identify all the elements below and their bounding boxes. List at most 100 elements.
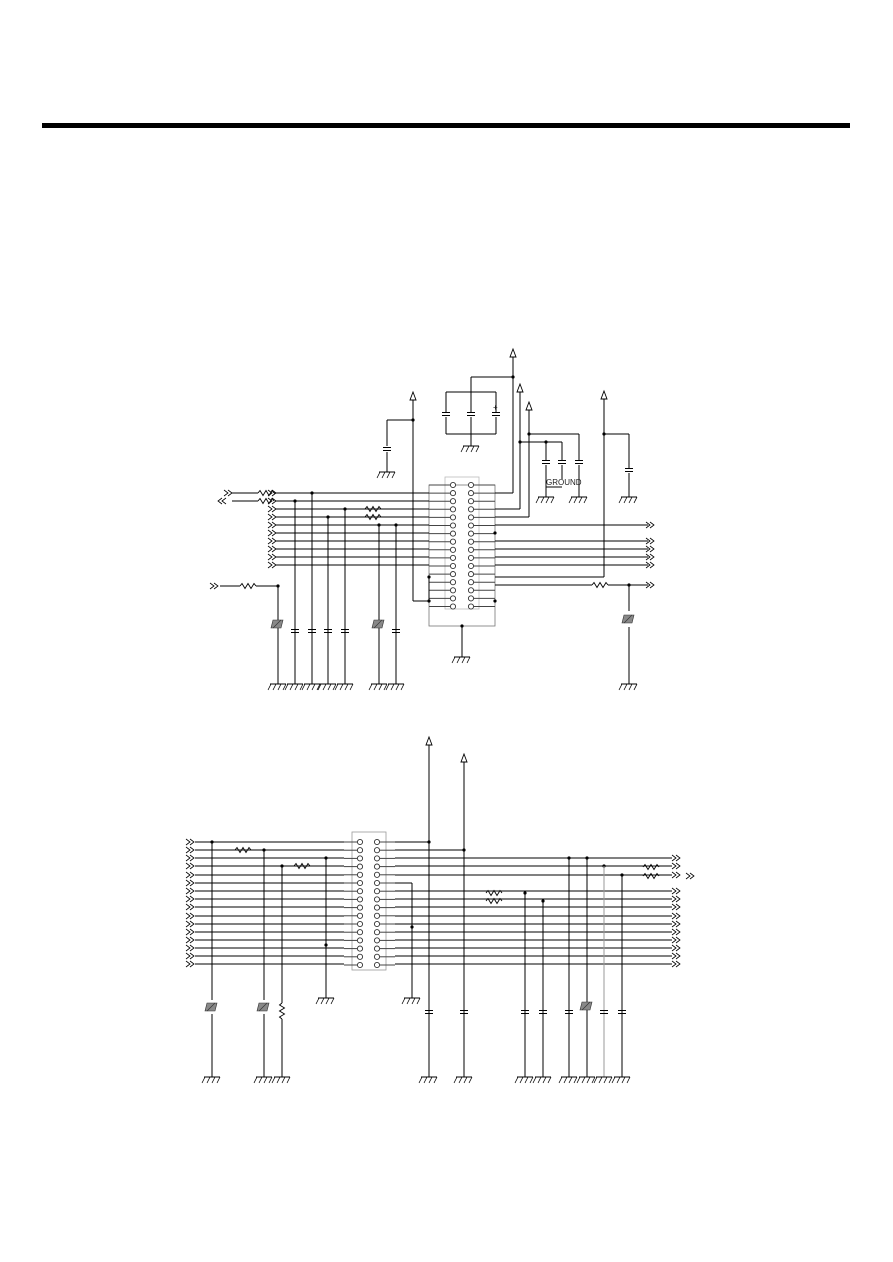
- power-arrow: [600, 390, 608, 400]
- resistor: [591, 582, 609, 588]
- header-rule: [42, 123, 850, 128]
- pin: [356, 961, 364, 969]
- net-chevron: [267, 537, 277, 545]
- pin: [449, 579, 457, 586]
- net-chevron: [185, 887, 195, 895]
- pin: [449, 538, 457, 545]
- pin: [356, 879, 364, 887]
- junction-dot: [427, 575, 431, 579]
- net-chevron: [185, 854, 195, 862]
- pin: [449, 514, 457, 521]
- junction-dot: [493, 599, 497, 603]
- capacitor: [491, 412, 501, 416]
- pin: [373, 904, 381, 911]
- net-chevron: [267, 505, 277, 513]
- pin: [449, 571, 457, 578]
- net-chevron: [671, 895, 681, 903]
- net-chevron: [671, 936, 681, 944]
- pin: [449, 554, 457, 561]
- resistor: [485, 890, 503, 896]
- pin: [356, 847, 364, 854]
- resistor: [239, 583, 257, 589]
- junction-dot: [527, 432, 531, 436]
- pin: [356, 945, 364, 952]
- pin: [467, 571, 475, 578]
- pin: [373, 888, 381, 895]
- net-chevron: [267, 513, 277, 521]
- ground-symbol: [618, 496, 638, 504]
- net-chevron: [185, 936, 195, 944]
- resistor: [642, 873, 660, 879]
- net-chevron: [671, 903, 681, 911]
- pin: [373, 855, 381, 862]
- pin: [449, 562, 457, 570]
- net-chevron: [267, 529, 277, 537]
- junction-dot: [518, 440, 522, 444]
- net-chevron: [217, 497, 227, 505]
- pin: [373, 847, 381, 854]
- net-chevron: [209, 582, 219, 590]
- junction-dot: [493, 531, 497, 535]
- pin: [449, 522, 457, 529]
- pin: [373, 871, 381, 878]
- pin: [373, 961, 381, 969]
- net-chevron: [671, 862, 681, 870]
- ground-symbol: [271, 1076, 291, 1084]
- polarity-plus: +: [493, 403, 498, 412]
- pin: [356, 920, 364, 928]
- junction-dot: [544, 440, 548, 444]
- pin: [449, 481, 457, 489]
- tvs-diode: [621, 614, 635, 624]
- net-chevron: [185, 838, 195, 846]
- net-chevron: [671, 960, 681, 968]
- net-chevron: [185, 920, 195, 928]
- ground-symbol: [558, 1076, 578, 1084]
- pin: [373, 879, 381, 887]
- net-chevron: [685, 872, 695, 880]
- capacitor: [624, 468, 634, 472]
- pin: [356, 929, 364, 936]
- capacitor: [557, 460, 567, 464]
- resistor: [279, 1002, 285, 1020]
- ground-symbol: [201, 1076, 221, 1084]
- junction-dot: [602, 432, 606, 436]
- net-chevron: [671, 920, 681, 928]
- ground-symbol: [284, 683, 304, 691]
- resistor: [642, 864, 660, 870]
- net-chevron: [267, 521, 277, 529]
- pin: [467, 579, 475, 586]
- net-chevron: [671, 887, 681, 895]
- capacitor: [441, 412, 451, 416]
- capacitor: [541, 460, 551, 464]
- pin: [467, 498, 475, 505]
- resistor: [485, 898, 503, 904]
- pin: [356, 855, 364, 862]
- connector-body: [351, 831, 387, 971]
- pin: [449, 603, 457, 610]
- ground-symbol: [576, 1076, 596, 1084]
- capacitor: [382, 447, 392, 451]
- pin: [467, 481, 475, 489]
- ground-symbol: [611, 1076, 631, 1084]
- pin: [467, 514, 475, 521]
- pin: [356, 838, 364, 846]
- net-chevron: [185, 846, 195, 854]
- net-chevron: [223, 489, 233, 497]
- pin: [467, 506, 475, 513]
- net-chevron: [185, 879, 195, 887]
- tvs-diode: [371, 619, 385, 629]
- pin: [467, 603, 475, 610]
- net-chevron: [671, 871, 681, 879]
- ground-symbol: [568, 496, 588, 504]
- pin: [467, 562, 475, 570]
- junction-dot: [324, 943, 328, 947]
- pin: [373, 953, 381, 960]
- power-arrow: [425, 736, 433, 746]
- ground-symbol: [418, 1076, 438, 1084]
- junction-dot: [460, 624, 464, 628]
- power-arrow: [509, 348, 517, 358]
- connector-body: [428, 484, 496, 627]
- pin: [373, 920, 381, 928]
- connector-frame: [444, 476, 480, 610]
- ground-symbol: [267, 683, 287, 691]
